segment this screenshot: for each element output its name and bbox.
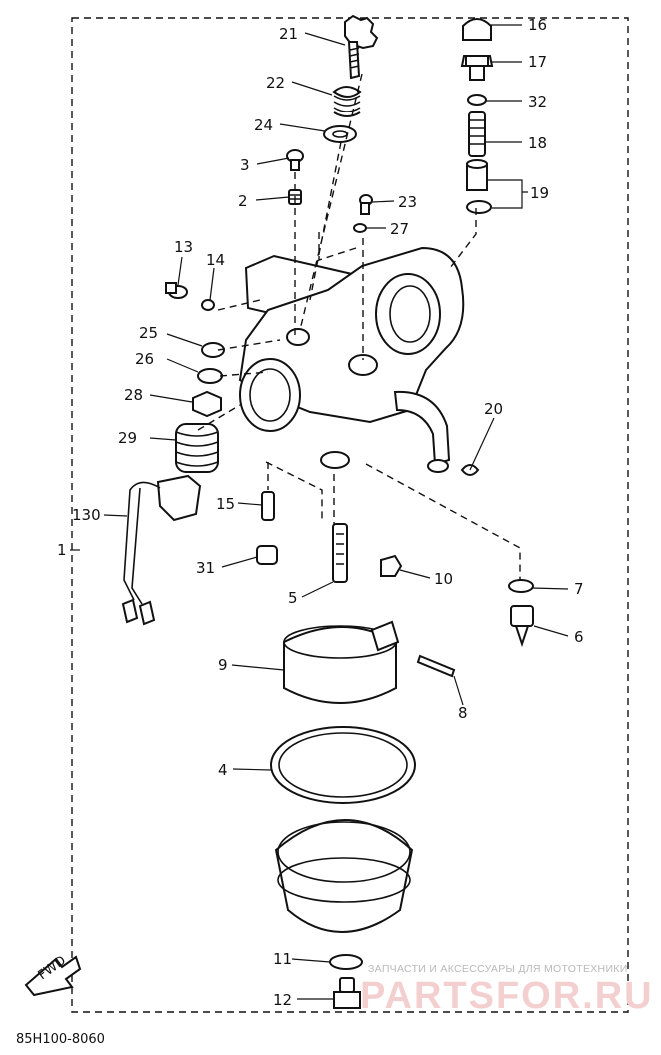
callout-18: 18	[528, 134, 547, 152]
callout-9: 9	[218, 656, 228, 674]
callout-4: 4	[218, 761, 228, 779]
part-12-screw	[333, 977, 361, 1009]
callout-16: 16	[528, 16, 547, 34]
watermark-brand: PARTSFOR.RU	[360, 975, 654, 1017]
part-15-main-jet	[261, 491, 275, 521]
callout-21: 21	[279, 25, 298, 43]
callout-6: 6	[574, 628, 584, 646]
callout-26: 26	[135, 350, 154, 368]
part-9-float	[283, 620, 400, 704]
part-16-cap	[462, 18, 492, 41]
callout-23: 23	[398, 193, 417, 211]
part-25-washer	[201, 342, 225, 358]
part-3-screw	[286, 149, 304, 171]
part-21-throttle-stop-screw	[344, 14, 379, 80]
part-23-screw	[359, 194, 373, 215]
part-31-plug	[256, 545, 278, 565]
callout-27: 27	[390, 220, 409, 238]
callout-28: 28	[124, 386, 143, 404]
callout-130: 130	[72, 506, 101, 524]
assembly-border	[71, 17, 629, 1013]
callout-3: 3	[240, 156, 250, 174]
part-4-gasket	[270, 726, 416, 804]
part-11-washer	[329, 954, 363, 970]
part-32-o-ring	[467, 94, 487, 106]
callout-22: 22	[266, 74, 285, 92]
part-6-drain-screw	[510, 605, 534, 648]
callout-29: 29	[118, 429, 137, 447]
part-5-needle-jet	[332, 523, 348, 583]
callout-19: 19	[530, 184, 549, 202]
part-17-fitting	[460, 55, 494, 81]
part-18-spring	[468, 111, 486, 157]
part-19-starter-plunger	[466, 159, 492, 214]
part-14-clip	[201, 299, 215, 311]
callout-5: 5	[288, 589, 298, 607]
callout-12: 12	[273, 991, 292, 1009]
callout-13: 13	[174, 238, 193, 256]
callout-17: 17	[528, 53, 547, 71]
part-24-washer	[323, 125, 357, 143]
leader-lines	[70, 24, 569, 1000]
callout-31: 31	[196, 559, 215, 577]
callout-20: 20	[484, 400, 503, 418]
callout-11: 11	[273, 950, 292, 968]
part-code: 85H100-8060	[16, 1032, 105, 1047]
part-float-bowl	[274, 819, 414, 933]
callout-2: 2	[238, 192, 248, 210]
part-28-nut	[192, 390, 222, 418]
callout-1: 1	[57, 541, 67, 559]
part-8-float-pin	[416, 654, 456, 678]
watermark-tagline: ЗАПЧАСТИ И АКСЕССУАРЫ ДЛЯ МОТОТЕХНИКИ	[368, 963, 628, 975]
callout-25: 25	[139, 324, 158, 342]
callout-8: 8	[458, 704, 468, 722]
callout-7: 7	[574, 580, 584, 598]
part-130-cable-assembly	[121, 474, 202, 626]
callout-10: 10	[434, 570, 453, 588]
callout-15: 15	[216, 495, 235, 513]
part-26-washer	[197, 368, 223, 384]
part-7-washer	[508, 579, 534, 593]
part-29-spring	[175, 423, 219, 473]
fwd-arrow-icon: FWD	[24, 953, 82, 997]
part-22-spring	[332, 86, 362, 117]
callout-32: 32	[528, 93, 547, 111]
part-13-screw	[165, 282, 188, 299]
callout-14: 14	[206, 251, 225, 269]
part-1-carburetor-body	[238, 246, 465, 473]
callout-24: 24	[254, 116, 273, 134]
part-27-washer	[353, 223, 367, 233]
part-10-screw	[380, 554, 403, 577]
